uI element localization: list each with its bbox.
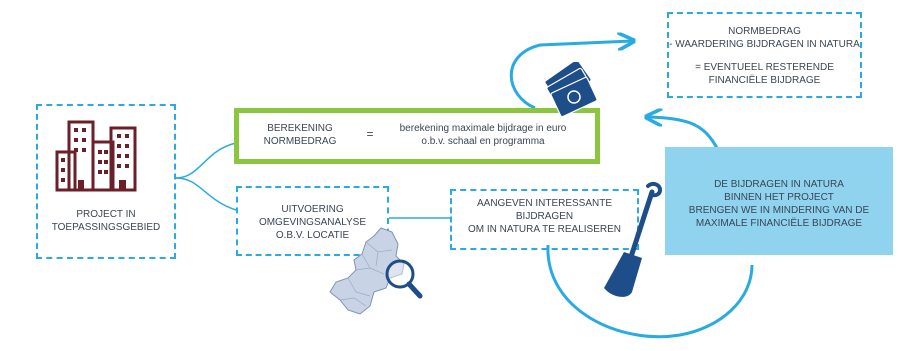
project-label-line1: PROJECT IN	[76, 209, 136, 220]
result-box	[667, 12, 862, 98]
contributions-line2: BIJDRAGEN	[515, 211, 574, 222]
arrow-bottom-arc	[546, 244, 754, 339]
reduction-line2: BINNEN HET PROJECT	[724, 192, 834, 203]
analysis-line1: UITVOERING	[281, 204, 344, 215]
result-line4: FINANCIËLE BIJDRAGE	[708, 75, 821, 86]
contributions-line1: AANGEVEN INTERESSANTE	[476, 198, 613, 209]
reduction-line3: BRENGEN WE IN MINDERING VAN DE	[688, 205, 870, 216]
contributions-line3: OM IN NATURA TE REALISEREN	[468, 224, 621, 235]
connector-project-analysis	[175, 177, 237, 211]
arrow-to-result	[509, 41, 632, 110]
result-line2: - WAARDERING BIJDRAGEN IN NATURA	[669, 39, 860, 50]
calculation-box	[234, 108, 600, 164]
connector-project-calc	[175, 142, 237, 179]
project-box	[36, 104, 176, 259]
reduction-line4: MAXIMALE FINANCIËLE BIJDRAGE	[695, 218, 863, 229]
analysis-line3: O.B.V. LOCATIE	[275, 230, 350, 241]
result-line1: NORMBEDRAG	[728, 26, 801, 37]
map-magnifier-icon	[329, 227, 423, 315]
calc-right-line1: berekening maximale bijdrage in euro	[399, 123, 567, 134]
money-bills-icon	[544, 62, 598, 118]
calc-left-line1: BEREKENING	[267, 123, 333, 134]
analysis-line2: OMGEVINGSANALYSE	[258, 217, 367, 228]
shovel-icon	[604, 181, 663, 297]
analysis-box	[236, 186, 389, 256]
reduction-line1: DE BIJDRAGEN IN NATURA	[714, 179, 844, 190]
arrow-reduction-loop	[648, 117, 720, 151]
calc-right-line2: o.b.v. schaal en programma	[421, 136, 545, 147]
result-line3: = EVENTUEEL RESTERENDE	[695, 62, 834, 73]
reduction-box	[665, 147, 893, 255]
calc-equals: =	[366, 127, 374, 141]
project-label-line2: TOEPASSINGSGEBIED	[51, 222, 161, 233]
calc-left-line2: NORMBEDRAG	[263, 136, 337, 147]
city-buildings-icon	[55, 120, 137, 192]
contributions-box	[450, 189, 639, 250]
